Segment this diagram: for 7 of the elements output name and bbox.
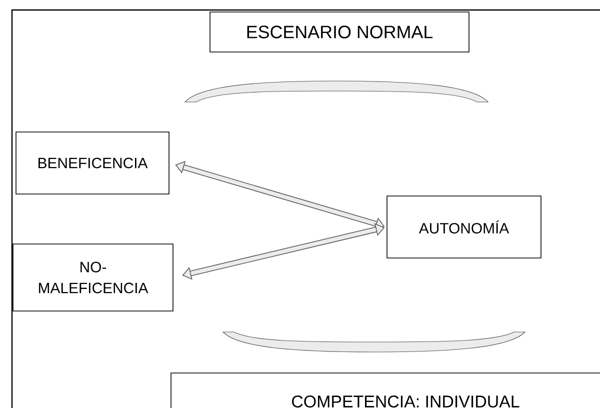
label-box: BENEFICENCIA (16, 132, 170, 194)
curved-bracket (184, 80, 488, 102)
label-box: NO- MALEFICENCIA (12, 244, 174, 312)
label-box: COMPETENCIA: INDIVIDUAL (170, 372, 600, 408)
label-box: AUTONOMÍA (386, 196, 542, 258)
label-box: ESCENARIO NORMAL (210, 12, 470, 52)
curved-bracket (222, 332, 526, 352)
